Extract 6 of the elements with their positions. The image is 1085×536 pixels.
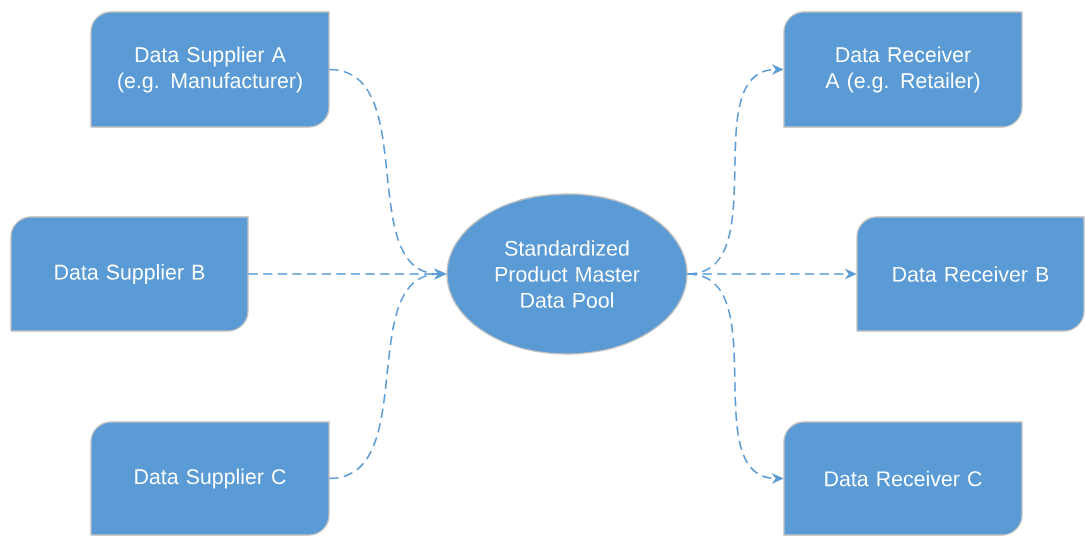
receiver-box: Data Receiver A (e.g. Retailer): [783, 11, 1023, 128]
supplier-box: Data Supplier A (e.g. Manufacturer): [90, 11, 330, 128]
supplier-box: Data Supplier B: [10, 216, 249, 332]
receiver-box: Data Receiver B: [856, 216, 1085, 332]
supplier-box: Data Supplier C: [90, 421, 330, 536]
receiver-box: Data Receiver C: [783, 421, 1023, 536]
